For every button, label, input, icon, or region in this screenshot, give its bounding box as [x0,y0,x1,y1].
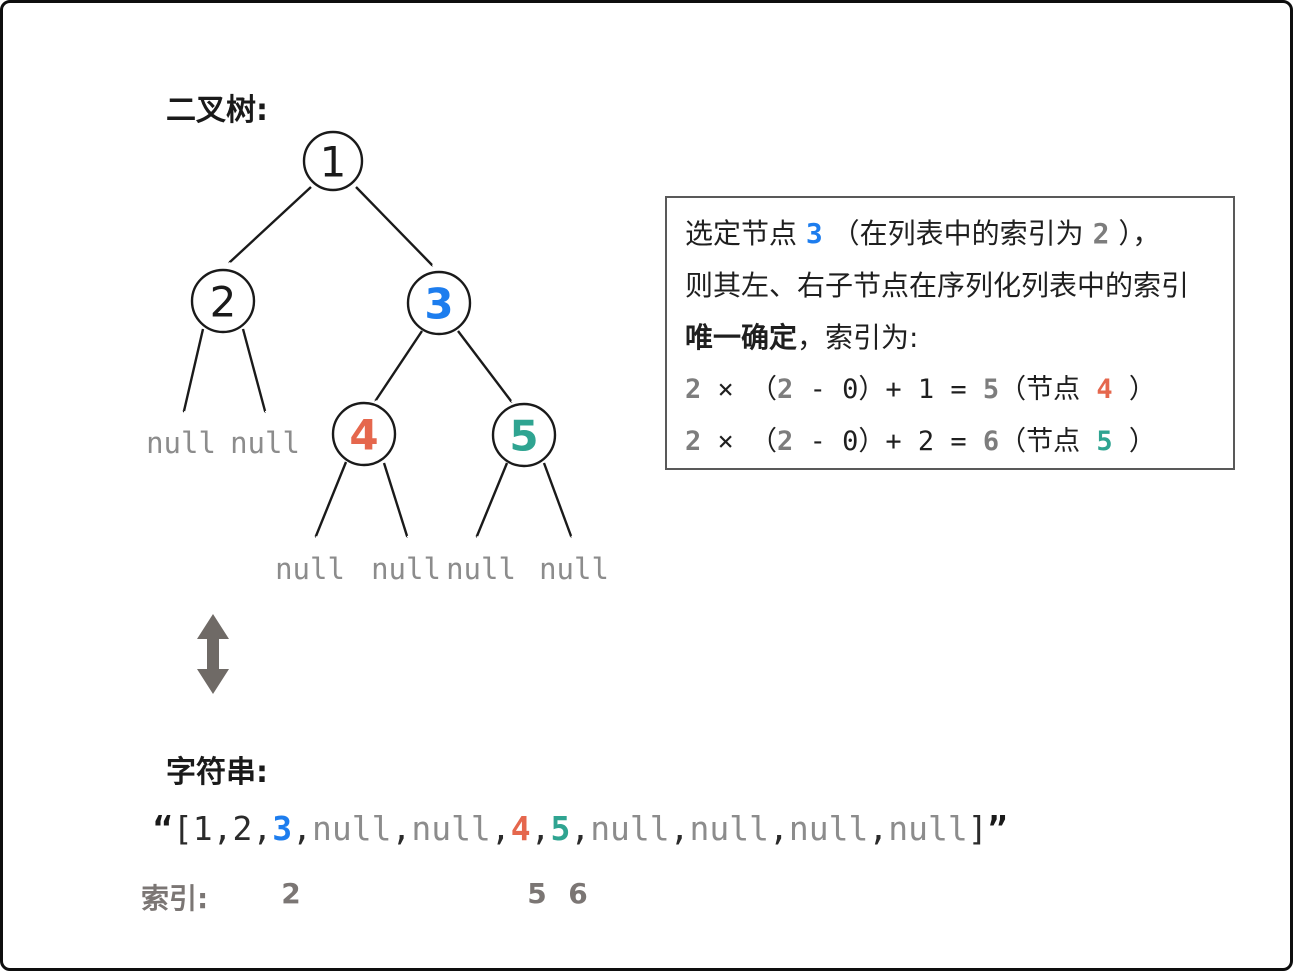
edge-1-3 [355,186,432,265]
node-4-label: 4 [349,411,378,460]
text: 选定节点 [685,217,806,250]
node-2-circle [190,268,256,334]
string-token: , [391,809,412,848]
operator: × （ [701,426,778,457]
string-token: , [292,809,312,848]
string-token-null: null [788,809,869,848]
string-token: , [669,809,690,848]
operand: 2 [777,426,794,457]
edge-5-null-right [542,462,571,536]
edge-2-null-left [184,328,205,411]
string-token: ] [967,809,988,848]
node-1-circle [302,130,364,192]
tree-node-3: 3 [406,270,472,336]
explanation-line-1: 选定节点 3 （在列表中的索引为 2 ）， [685,208,1215,260]
node-3-circle [406,270,472,336]
string-token-5: 5 [550,809,571,848]
serialized-string: “[1,2,3,null,null,4,5,null,null,null,nul… [153,809,1008,848]
edge-1-2 [230,186,312,262]
node-3-label: 3 [424,280,453,329]
result-index: 6 [982,426,1000,457]
index-value-6: 6 [568,877,588,910]
node-4-ref: 4 [1096,374,1113,405]
tree-node-2: 2 [190,268,256,334]
operator: - 0）+ 2 = [793,426,983,457]
formula-right-child: 2 × （2 - 0）+ 2 = 6（节点 5 ） [685,416,1215,468]
string-token: , [570,809,591,848]
text: （节点 [999,374,1097,405]
string-token: , [490,809,511,848]
explanation-box: 选定节点 3 （在列表中的索引为 2 ）， 则其左、右子节点在序列化列表中的索引… [665,196,1235,470]
node-4-circle [331,401,397,467]
string-token: , [769,809,789,848]
operand: 2 [685,374,702,405]
string-token: , [868,809,889,848]
index-value-2: 2 [281,877,301,910]
edge-3-5 [457,330,511,401]
updown-arrow-icon [197,614,229,694]
operand: 2 [685,426,702,457]
node-5-ref: 5 [1096,426,1113,457]
string-token-4: 4 [510,809,531,848]
edge-4-null-left [316,461,348,536]
close-quote: ” [987,809,1008,848]
node-1-label: 1 [320,138,347,187]
null-label: null [539,552,609,586]
edge-5-null-left [477,462,509,536]
tree-node-5: 5 [491,402,557,468]
string-token-3: 3 [272,809,293,848]
string-token: , [530,809,551,848]
text: ） [1112,374,1156,405]
operator: × （ [701,374,778,405]
node-2-label: 2 [210,278,237,327]
index-row-label: 索引: [141,882,209,915]
null-label: null [275,552,345,586]
index-value-5: 5 [527,877,547,910]
null-label: null [371,552,441,586]
node-5-label: 5 [509,412,538,461]
text: ，索引为: [797,321,919,354]
edge-2-null-right [241,328,265,411]
tree-node-1: 1 [302,130,364,192]
binary-tree-diagram: 1 2 3 4 5 null null null null null null [146,130,609,694]
string-token-null: null [411,809,491,848]
text: ） [1112,426,1156,457]
null-label: null [230,426,300,460]
string-token-null: null [311,809,392,848]
tree-node-4: 4 [331,401,397,467]
node-5-circle [491,402,557,468]
text: ）， [1109,217,1161,250]
edge-3-4 [376,330,423,400]
string-section-title: 字符串: [166,755,268,790]
null-label: null [146,426,216,460]
null-label: null [446,552,516,586]
result-index: 5 [982,374,1000,405]
explanation-line-3: 唯一确定，索引为: [685,312,1215,364]
text: （在列表中的索引为 [822,217,1093,250]
node-3-ref: 3 [805,217,823,250]
edge-4-null-right [382,462,407,536]
open-quote: “ [153,809,173,848]
tree-section-title: 二叉树: [166,93,268,128]
formula-left-child: 2 × （2 - 0）+ 1 = 5（节点 4 ） [685,364,1215,416]
index-2-ref: 2 [1092,217,1110,250]
string-token: [1,2, [172,809,273,848]
emphasis-text: 唯一确定 [685,321,798,354]
explanation-line-2: 则其左、右子节点在序列化列表中的索引 [685,269,1190,302]
operator: - 0）+ 1 = [793,374,983,405]
text: （节点 [999,426,1097,457]
string-token-null: null [590,809,670,848]
operand: 2 [777,374,794,405]
string-token-null: null [888,809,968,848]
string-token-null: null [689,809,770,848]
